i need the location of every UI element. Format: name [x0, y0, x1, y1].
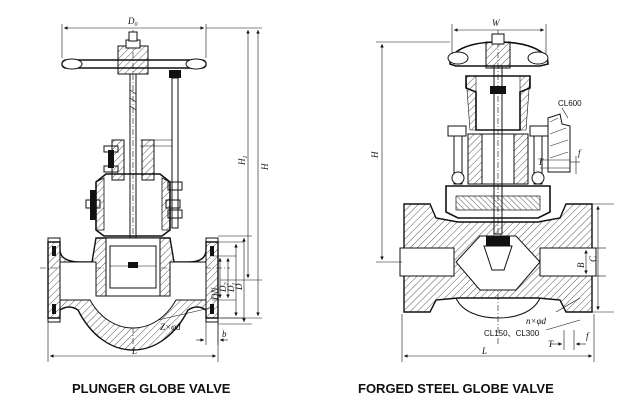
label-t-detail: T	[538, 157, 544, 167]
label-dn: DN	[210, 287, 220, 301]
label-d0: D0	[127, 16, 138, 28]
label-l-left: L	[131, 346, 137, 356]
label-d1: D1	[226, 283, 238, 294]
cl600-detail	[540, 107, 580, 174]
note-cl150-cl300: CL150、CL300	[484, 329, 540, 338]
left-gland	[103, 139, 155, 181]
label-w: W	[492, 18, 501, 28]
label-bolts-left: Z×φd	[160, 322, 181, 332]
label-c: C	[588, 255, 598, 262]
caption-plunger-globe-valve: PLUNGER GLOBE VALVE	[72, 381, 231, 396]
label-f-bottom: f	[586, 331, 590, 341]
right-handwheel	[447, 33, 549, 69]
label-f-detail: f	[578, 148, 582, 158]
label-bolts-right: n×φd	[526, 316, 547, 326]
dim-flange-diameters	[212, 235, 252, 325]
left-body	[47, 237, 219, 351]
label-h-right: H	[370, 151, 380, 159]
right-bonnet	[445, 185, 551, 219]
label-b-right: B	[576, 262, 586, 268]
forged-steel-globe-valve-drawing: W	[370, 18, 614, 362]
dim-d0	[61, 24, 207, 58]
label-h1: H1	[237, 156, 249, 167]
note-cl600: CL600	[558, 99, 582, 108]
label-d: D	[234, 283, 244, 291]
left-handwheel	[61, 31, 207, 75]
label-l-right: L	[481, 346, 487, 356]
label-d2: D2	[218, 283, 230, 294]
right-gland-bolts	[447, 125, 549, 185]
left-bonnet	[85, 173, 181, 237]
label-h-left: H	[260, 163, 270, 171]
label-b: b	[222, 329, 227, 339]
plunger-globe-valve-drawing: D0	[40, 16, 270, 362]
caption-forged-steel-globe-valve: FORGED STEEL GLOBE VALVE	[358, 381, 554, 396]
left-yoke-rod	[140, 70, 183, 229]
label-t-bottom: T	[548, 339, 554, 349]
